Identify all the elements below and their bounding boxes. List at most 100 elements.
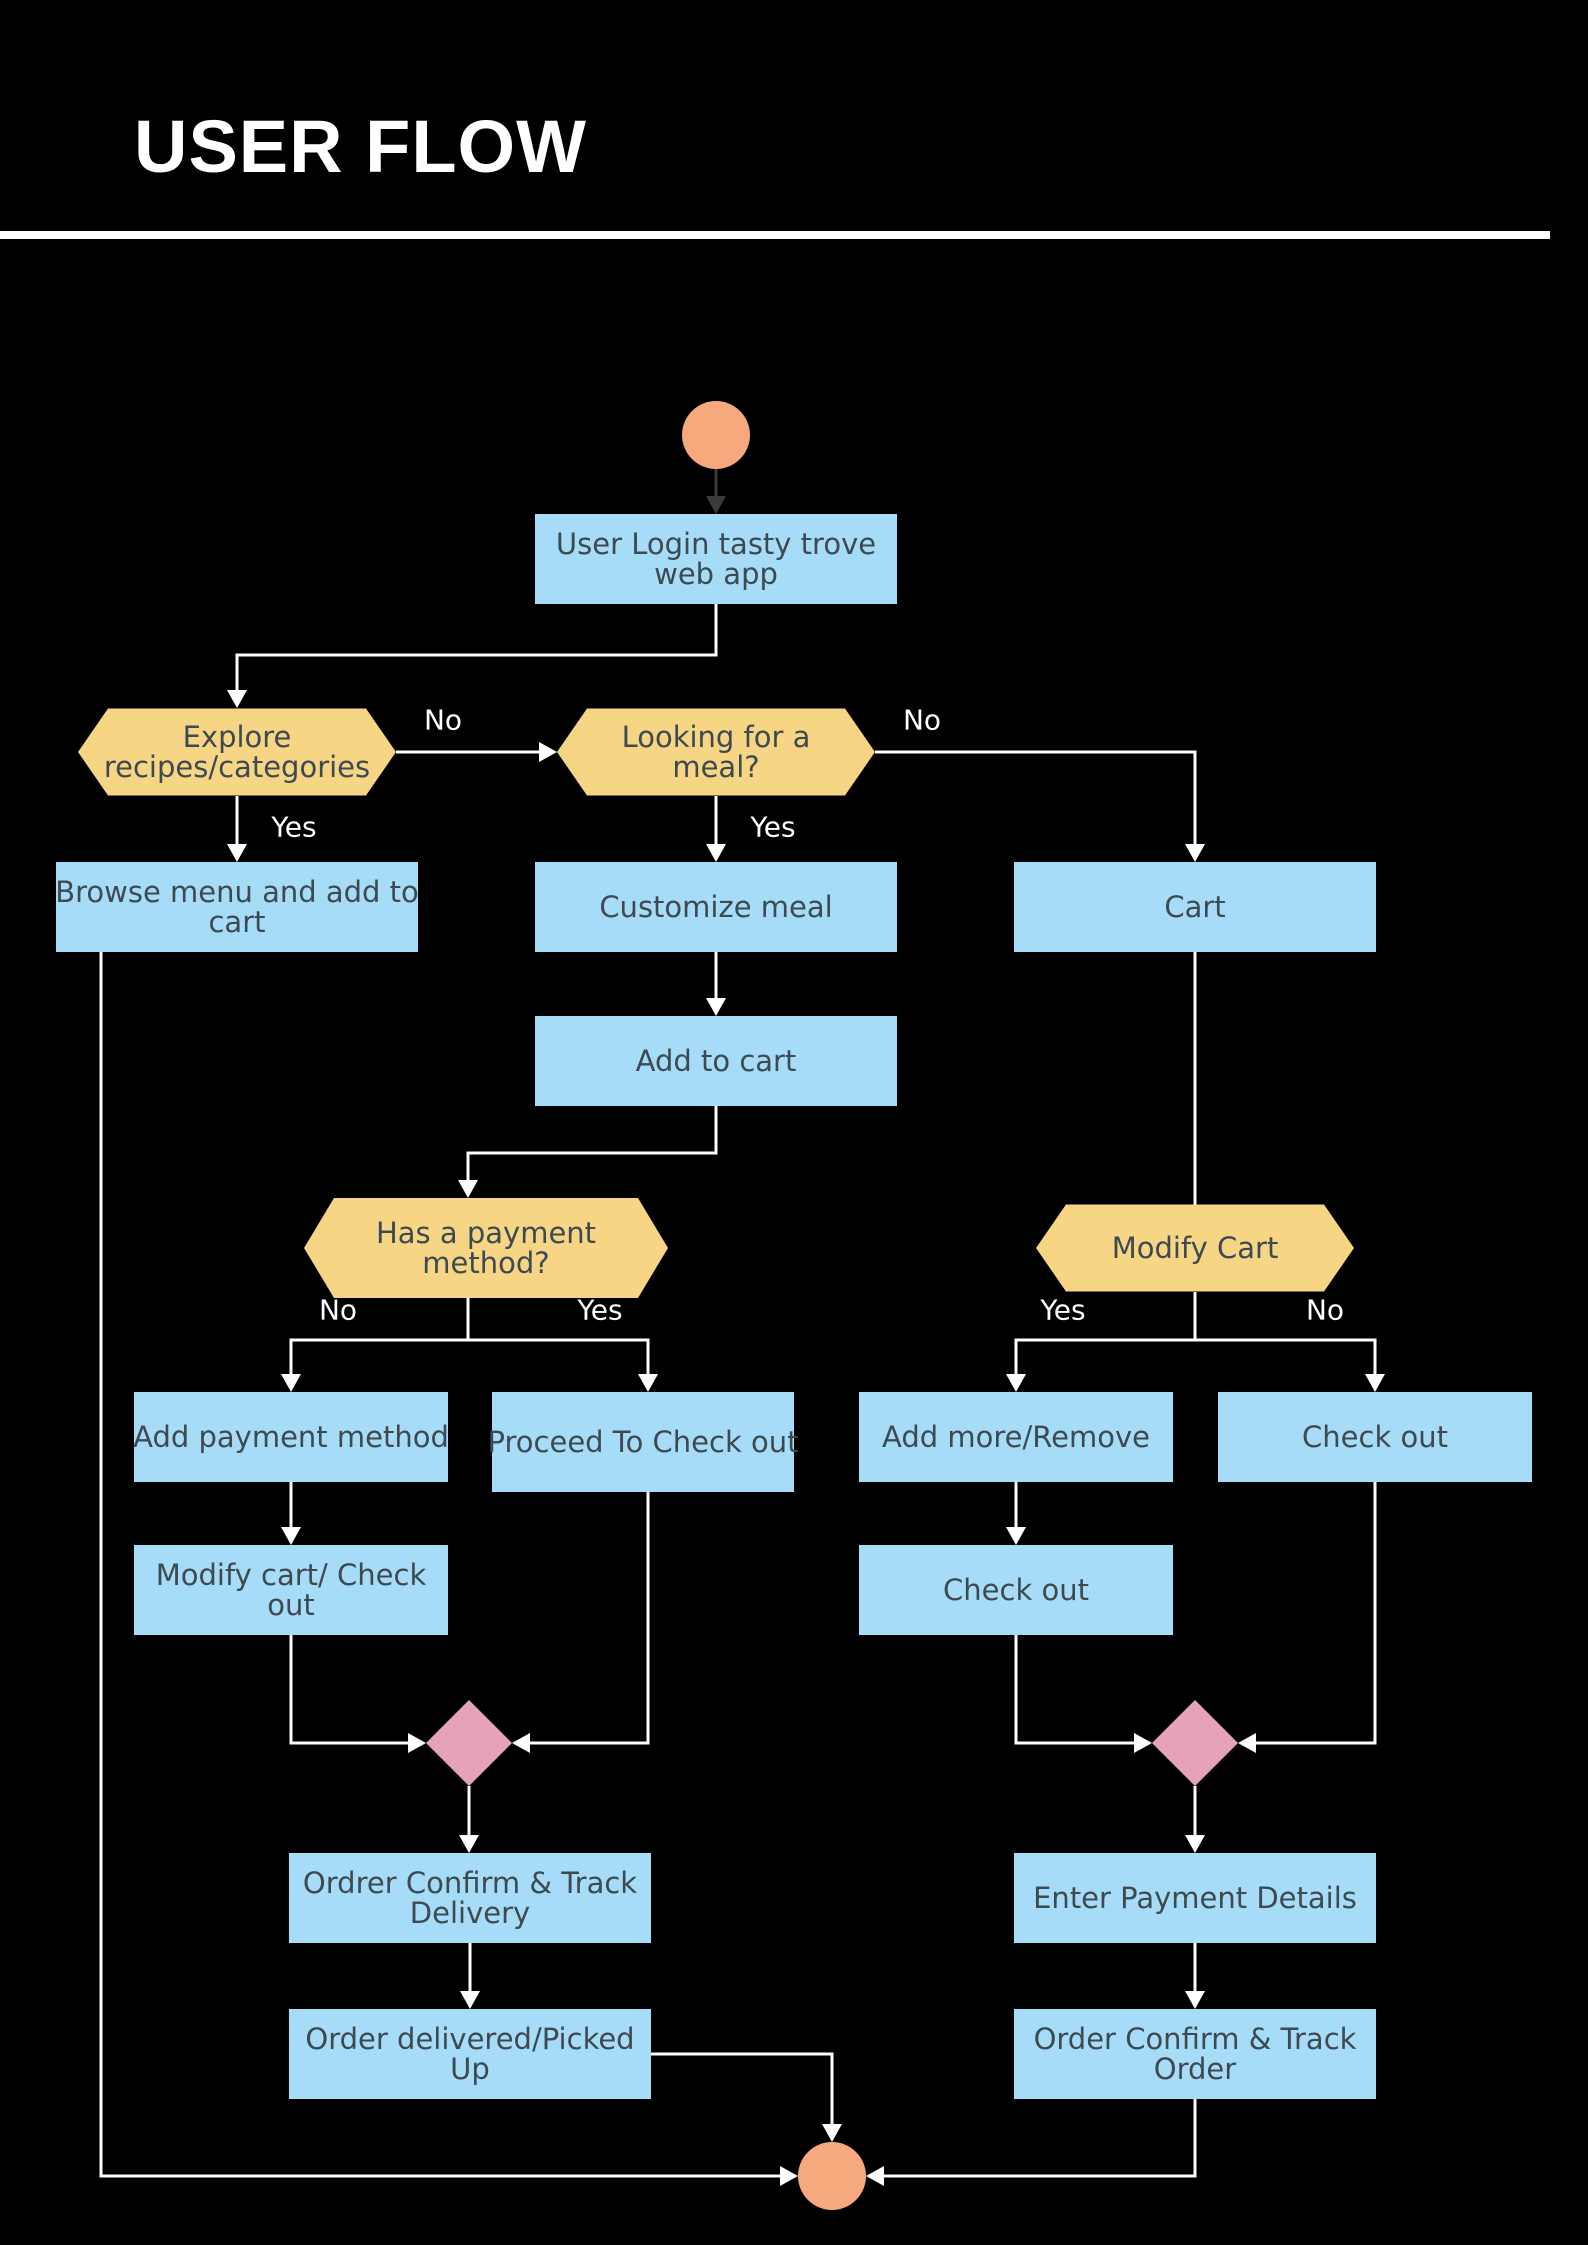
edge-label-payment-yes: Yes [576,1294,622,1327]
hexagon-shape [1036,1204,1354,1292]
node-label: Add to cart [636,1044,797,1078]
circle-shape [682,401,750,469]
rect-shape [1014,1853,1376,1943]
node-label: Up [450,2052,490,2086]
edge-looking-customize [706,796,726,862]
connector-line [289,1635,412,1745]
node-label: Delivery [410,1896,530,1930]
arrowhead-icon [638,1374,658,1392]
node-label: Add payment method [133,1420,449,1454]
edge-looking-cart [875,750,1205,862]
rect-shape [535,514,897,604]
edge-browse-end [99,952,798,2186]
rect-shape [289,1853,651,1943]
node-label: Modify cart/ Check [156,1558,427,1592]
arrowhead-icon [1134,1733,1152,1753]
edge-checkoutright-merge [1238,1482,1377,1753]
arrowhead-icon [706,496,726,514]
connector-line [880,2099,1197,2178]
arrowhead-icon [1185,1835,1205,1853]
connector-line [466,1106,718,1184]
node-label: web app [654,557,778,591]
node-label: Browse menu and add to [55,875,419,909]
edge-checkoutmid-merge [1014,1635,1152,1753]
edge-login-explore [227,604,718,708]
arrowhead-icon [1006,1527,1026,1545]
node-label: recipes/categories [104,750,370,784]
connector-line [526,1492,650,1745]
node-label: Modify Cart [1112,1231,1279,1265]
node-label: Check out [1302,1420,1448,1454]
edge-confirm-delivered [460,1943,480,2009]
edge-label-looking-no: No [903,704,941,737]
cart-step: Cart [1014,862,1376,952]
node-label: cart [208,905,265,939]
edge-explore-browse [227,796,247,862]
arrowhead-icon [459,1835,479,1853]
node-label: Cart [1164,890,1225,924]
hexagon-shape [78,708,396,796]
arrowhead-icon [1185,844,1205,862]
connector-line [1014,1635,1138,1745]
edge-proceed-merge [512,1492,650,1753]
arrowhead-icon [706,998,726,1016]
hexagon-shape [557,708,875,796]
node-label: Order Confirm & Track [1034,2022,1357,2056]
arrowhead-icon [227,844,247,862]
edge-addpayment-modcheck [281,1482,301,1545]
edge-payment-proceed [468,1338,658,1392]
node-label: Add more/Remove [882,1420,1150,1454]
edge-addcart-payment [458,1106,718,1198]
connector-line [468,1338,650,1378]
edge-label-looking-yes: Yes [749,811,795,844]
edge-label-payment-no: No [319,1294,357,1327]
arrowhead-icon [780,2166,798,2186]
rect-shape [1218,1392,1532,1482]
node-label: Order delivered/Picked [305,2022,634,2056]
connector-line [1195,1338,1377,1378]
edge-delivered-end [651,2052,842,2142]
checkout-mid-step: Check out [859,1545,1173,1635]
rect-shape [289,2009,651,2099]
rect-shape [859,1392,1173,1482]
edge-payment-confirmtrack [1185,1943,1205,2009]
arrowhead-icon [1238,1733,1256,1753]
arrowhead-icon [227,690,247,708]
edge-label-modify-yes: Yes [1039,1294,1085,1327]
customize-step: Customize meal [535,862,897,952]
rect-shape [492,1392,794,1492]
hexagon-shape [304,1198,668,1298]
node-label: Has a payment [376,1216,596,1250]
rect-shape [535,1016,897,1106]
rect-shape [134,1545,448,1635]
edge-start-login [706,469,726,514]
end-node [798,2142,866,2210]
node-label: meal? [672,750,759,784]
diamond-shape [1152,1700,1238,1786]
merge-node-right [1152,1700,1238,1786]
arrowhead-icon [539,742,557,762]
arrowhead-icon [460,1991,480,2009]
edge-mergeleft-confirm [459,1786,479,1853]
rect-shape [134,1392,448,1482]
connector-line [289,1298,470,1378]
node-label: User Login tasty trove [556,527,876,561]
proceed-checkout-step: Proceed To Check out [488,1392,798,1492]
enter-payment-step: Enter Payment Details [1014,1853,1376,1943]
edge-customize-addcart [706,952,726,1016]
edge-label-explore-no: No [424,704,462,737]
arrowhead-icon [408,1733,426,1753]
connector-line [651,2052,834,2128]
edge-mergeright-payment [1185,1786,1205,1853]
add-payment-step: Add payment method [133,1392,449,1482]
connector-line [875,750,1197,848]
arrowhead-icon [1006,1374,1026,1392]
